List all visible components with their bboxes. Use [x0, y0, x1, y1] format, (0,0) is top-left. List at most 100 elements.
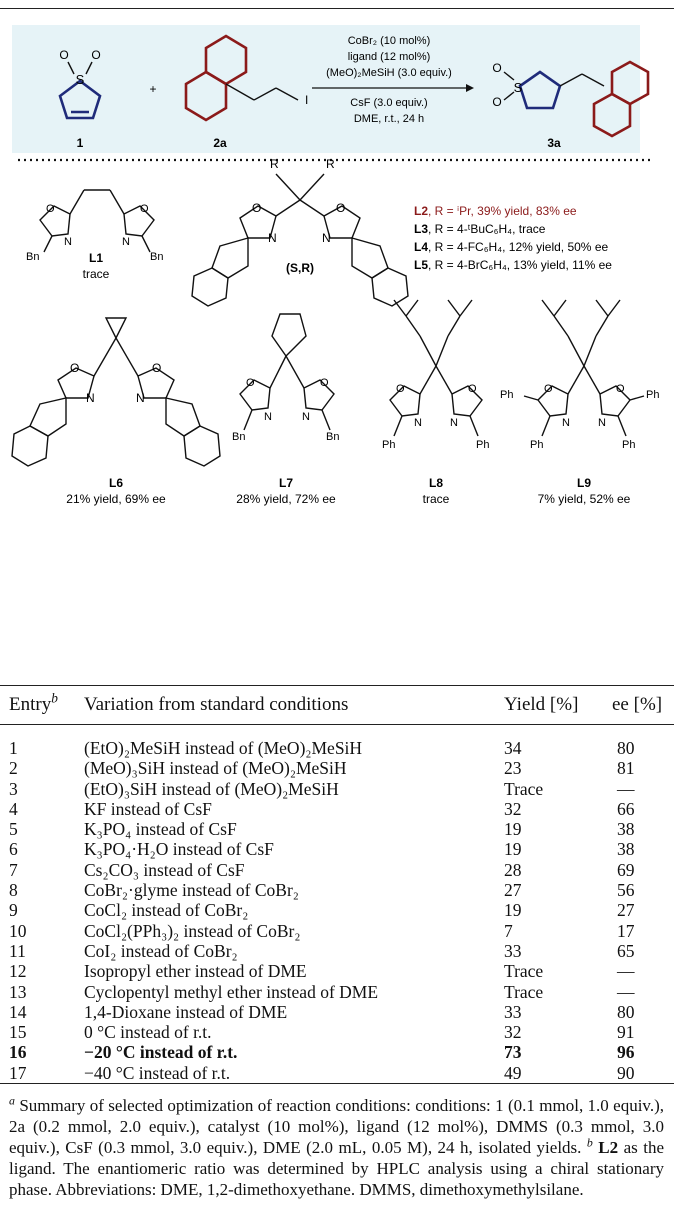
ligand-l5-name: L5 — [414, 258, 428, 272]
condition-silane: (MeO)₂MeSiH (3.0 equiv.) — [326, 67, 452, 79]
atom-o: O — [70, 361, 79, 375]
ligand-l3-entry: L3, R = 4-ᵗBuC₆H₄, trace — [414, 222, 546, 236]
cell-entry: 13 — [9, 981, 27, 1002]
condition-solvent: DME, r.t., 24 h — [354, 113, 424, 125]
top-rule — [0, 8, 674, 9]
cell-variation: K₃PO₄ instead of CsF — [84, 819, 237, 840]
ligand-l4-name: L4 — [414, 240, 428, 254]
header-entry: Entryb — [9, 690, 58, 715]
cell-ee: 96 — [617, 1042, 635, 1063]
atom-n: N — [268, 231, 277, 245]
cell-variation: (MeO)₃SiH instead of (MeO)₂MeSiH — [84, 758, 347, 779]
atom-ph: Ph — [382, 439, 395, 451]
cell-variation: (EtO)₂MeSiH instead of (MeO)₂MeSiH — [84, 738, 363, 758]
cell-variation: CoCl₂(PPh₃)₂ instead of CoBr₂ — [84, 920, 301, 941]
cell-yield: 19 — [504, 839, 522, 860]
cell-entry: 17 — [9, 1062, 27, 1083]
atom-o: O — [396, 383, 405, 395]
cell-yield: 19 — [504, 819, 522, 840]
cell-ee: 80 — [617, 1001, 635, 1022]
reaction-banner — [12, 25, 640, 153]
table-row: 2 (MeO)₃SiH instead of (MeO)₂MeSiH 23 81 — [0, 758, 674, 778]
atom-n: N — [264, 411, 272, 423]
atom-o: O — [336, 201, 345, 215]
cell-ee: 69 — [617, 859, 635, 880]
atom-o: O — [91, 48, 100, 62]
ligand-l7-structure: O O N N Bn Bn — [232, 313, 339, 443]
cell-yield: 27 — [504, 880, 522, 901]
cell-yield: 33 — [504, 1001, 522, 1022]
cell-ee: 38 — [617, 839, 635, 860]
cell-variation: Cs₂CO₃ instead of CsF — [84, 859, 245, 880]
plus-sign: + — [149, 82, 156, 96]
atom-o: O — [320, 377, 329, 389]
cell-ee: — — [617, 778, 635, 799]
ligand-l3-name: L3 — [414, 222, 428, 236]
condition-ligand: ligand (12 mol%) — [348, 51, 431, 63]
condition-base: CsF (3.0 equiv.) — [350, 97, 427, 109]
ligand-l5-entry: L5, R = 4-BrC₆H₄, 13% yield, 11% ee — [414, 258, 612, 272]
cell-entry: 11 — [9, 940, 26, 961]
atom-n: N — [322, 231, 331, 245]
cell-yield: 19 — [504, 900, 522, 921]
cell-yield: Trace — [504, 981, 544, 1002]
cell-yield: 23 — [504, 758, 522, 779]
ligand-l7-label: L7 — [279, 476, 293, 490]
ligand-l4-text: , R = 4-FC₆H₄, 12% yield, 50% ee — [428, 240, 608, 254]
atom-o: O — [616, 383, 625, 395]
cell-ee: 90 — [617, 1062, 635, 1083]
atom-r: R — [326, 157, 335, 171]
ligand-l8-note: trace — [423, 492, 450, 506]
atom-n: N — [450, 417, 458, 429]
ligand-l6-structure: O O N N — [11, 317, 221, 467]
cell-entry: 8 — [9, 880, 18, 901]
cell-entry: 14 — [9, 1001, 27, 1022]
condition-catalyst: CoBr₂ (10 mol%) — [348, 35, 431, 47]
footnote-b-ligand: L2 — [598, 1138, 619, 1157]
footnote-a-text: Summary of selected optimization of reac… — [9, 1096, 664, 1157]
cell-ee: 38 — [617, 819, 635, 840]
compound-label-1: 1 — [77, 136, 84, 150]
atom-bn: Bn — [26, 251, 39, 263]
atom-n: N — [64, 236, 72, 248]
atom-n: N — [414, 417, 422, 429]
atom-ph: Ph — [476, 439, 489, 451]
compound-1-structure: S O O — [58, 48, 102, 120]
cell-ee: 81 — [617, 758, 635, 779]
ligand-l6-note: 21% yield, 69% ee — [66, 492, 166, 506]
cell-ee: — — [617, 981, 635, 1002]
cell-entry: 16 — [9, 1042, 27, 1063]
atom-bn: Bn — [326, 431, 339, 443]
cell-entry: 12 — [9, 961, 27, 982]
atom-n: N — [302, 411, 310, 423]
cell-entry: 2 — [9, 758, 18, 779]
footnote-b-text: as the ligand. The enantiomeric ratio wa… — [9, 1138, 664, 1199]
atom-s: S — [76, 72, 85, 87]
cell-yield: 32 — [504, 798, 522, 819]
atom-o: O — [492, 61, 501, 75]
cell-yield: 49 — [504, 1062, 522, 1083]
cell-entry: 7 — [9, 859, 18, 880]
ligand-l1-structure: O O N N Bn Bn — [26, 189, 163, 263]
compound-label-2a: 2a — [213, 136, 227, 150]
cell-yield: Trace — [504, 778, 544, 799]
cell-variation: Cyclopentyl methyl ether instead of DME — [84, 981, 379, 1002]
cell-variation: −20 °C instead of r.t. — [84, 1042, 238, 1063]
cell-entry: 6 — [9, 839, 18, 860]
atom-n: N — [562, 417, 570, 429]
ligand-l2-name: L2 — [414, 204, 428, 218]
atom-o: O — [492, 95, 501, 109]
footnote-b-mark: b — [586, 1135, 593, 1150]
atom-n: N — [136, 391, 145, 405]
compound-2a-structure: I — [184, 34, 308, 122]
cell-yield: 34 — [504, 738, 522, 758]
cell-variation: CoI₂ instead of CoBr₂ — [84, 940, 238, 961]
